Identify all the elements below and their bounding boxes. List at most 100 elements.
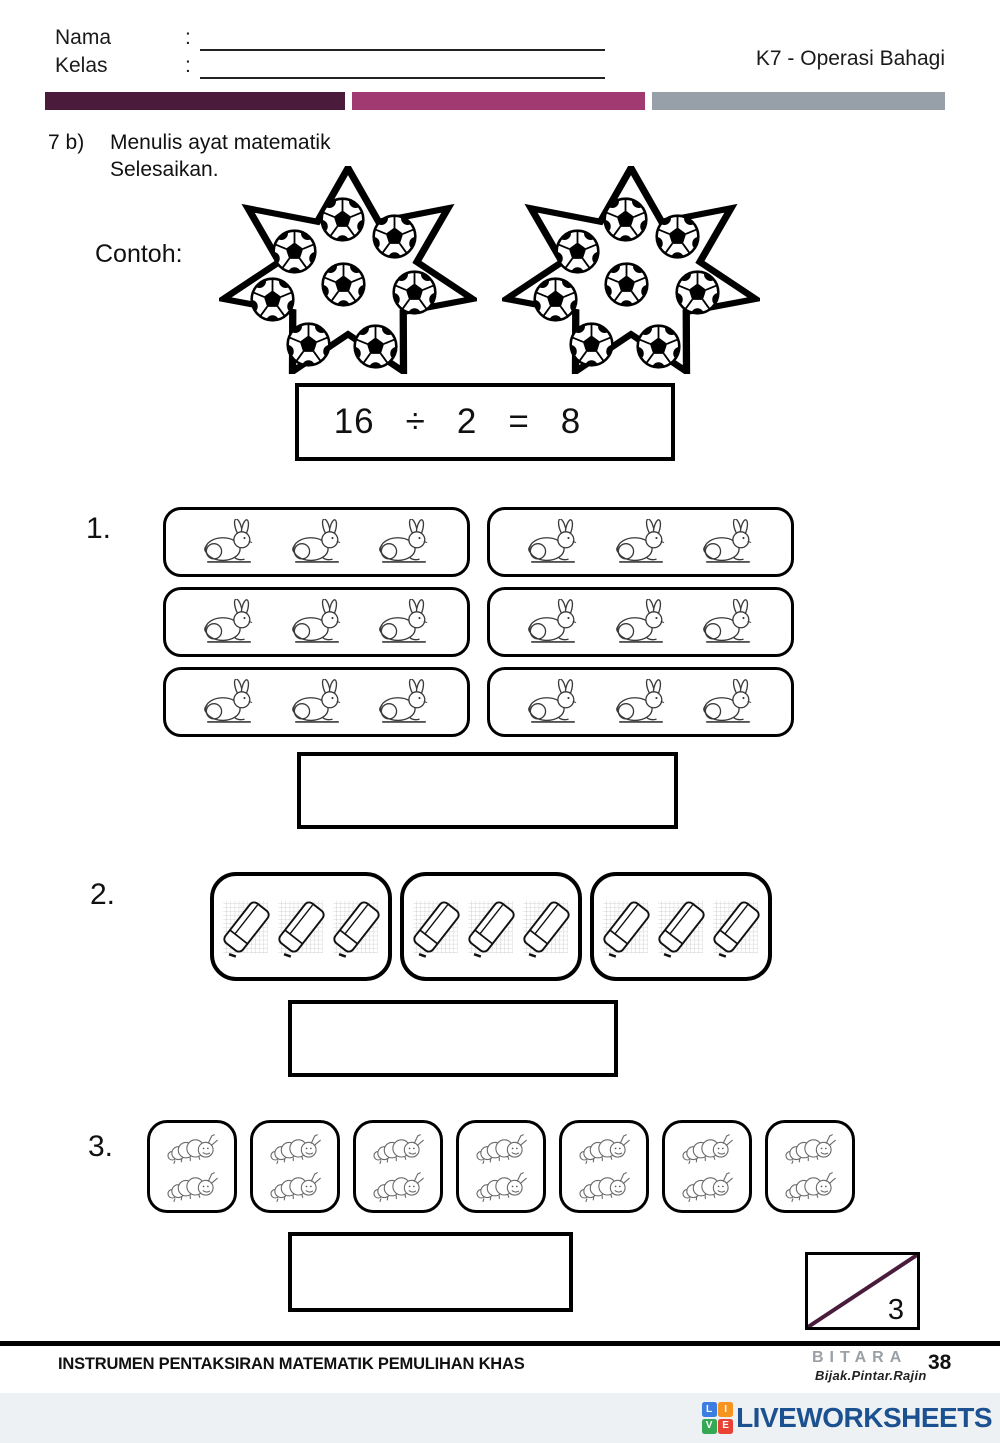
- nama-input-line[interactable]: [200, 29, 605, 51]
- eraser-icon: [522, 900, 570, 958]
- caterpillar-group-box: [456, 1120, 546, 1213]
- equals-sign: =: [508, 402, 530, 441]
- example-equation-box: 16 ÷ 2 = 8: [295, 383, 675, 461]
- soccer-ball-icon: [533, 277, 578, 322]
- caterpillar-group-box: [353, 1120, 443, 1213]
- soccer-ball: [674, 269, 721, 316]
- equation-divisor: 2: [456, 402, 478, 441]
- soccer-ball: [320, 261, 367, 308]
- rabbit-icon: [204, 599, 253, 643]
- kelas-colon: :: [185, 54, 191, 77]
- question-2-label: 2.: [90, 878, 116, 911]
- eraser-icon: [412, 900, 460, 958]
- rabbit-icon: [204, 679, 253, 723]
- decor-bar-magenta: [352, 92, 645, 110]
- soccer-ball-icon: [636, 324, 681, 369]
- footer-document-title: INSTRUMEN PENTAKSIRAN MATEMATIK PEMULIHA…: [58, 1355, 525, 1373]
- decor-bar-maroon: [45, 92, 345, 110]
- logo-tile-i: I: [718, 1402, 734, 1418]
- caterpillar-icon: [373, 1171, 424, 1202]
- caterpillar-group-box: [559, 1120, 649, 1213]
- rabbit-icon: [291, 599, 340, 643]
- soccer-ball-icon: [320, 197, 365, 242]
- eraser-icon: [602, 900, 650, 958]
- question-3-groups: [147, 1120, 855, 1213]
- eraser-icon: [467, 900, 515, 958]
- eraser-group-box: [590, 872, 772, 981]
- footer-rule: [0, 1341, 1000, 1346]
- soccer-ball-icon: [569, 322, 614, 367]
- division-sign: ÷: [405, 402, 426, 441]
- soccer-ball: [371, 213, 418, 260]
- logo-tile-l: L: [701, 1402, 717, 1418]
- rabbit-icon: [615, 599, 664, 643]
- decor-bar-gray: [652, 92, 945, 110]
- rabbit-group-box: [163, 667, 470, 737]
- caterpillar-icon: [579, 1171, 630, 1202]
- soccer-ball: [654, 213, 701, 260]
- task-instruction-line1: Menulis ayat matematik: [110, 131, 331, 154]
- answer-box-3[interactable]: [288, 1232, 573, 1312]
- soccer-ball: [568, 321, 615, 368]
- rabbit-group-box: [487, 587, 794, 657]
- rabbit-icon: [702, 519, 751, 563]
- logo-tile-v: V: [701, 1418, 717, 1434]
- soccer-ball: [391, 269, 438, 316]
- eraser-group-box: [400, 872, 582, 981]
- caterpillar-icon: [579, 1133, 630, 1164]
- question-3-label: 3.: [88, 1130, 114, 1163]
- rabbit-icon: [702, 599, 751, 643]
- caterpillar-icon: [373, 1133, 424, 1164]
- caterpillar-icon: [785, 1133, 836, 1164]
- kelas-input-line[interactable]: [200, 57, 605, 79]
- soccer-ball-icon: [353, 324, 398, 369]
- question-1-groups: [163, 507, 794, 737]
- soccer-ball: [249, 276, 296, 323]
- soccer-ball: [352, 323, 399, 370]
- eraser-icon: [332, 900, 380, 958]
- soccer-ball: [554, 228, 601, 275]
- rabbit-group-box: [487, 667, 794, 737]
- rabbit-icon: [528, 679, 577, 723]
- eraser-icon: [657, 900, 705, 958]
- caterpillar-icon: [270, 1133, 321, 1164]
- brand-slogan: Bijak.Pintar.Rajin: [815, 1368, 927, 1383]
- rabbit-icon: [378, 599, 427, 643]
- score-box[interactable]: 3: [805, 1252, 920, 1330]
- equation-quotient: 8: [560, 402, 582, 441]
- task-instruction-line2: Selesaikan.: [110, 158, 219, 181]
- soccer-ball-icon: [603, 197, 648, 242]
- score-total: 3: [887, 1294, 904, 1326]
- rabbit-icon: [378, 519, 427, 563]
- soccer-ball: [635, 323, 682, 370]
- soccer-ball-icon: [392, 270, 437, 315]
- soccer-ball: [285, 321, 332, 368]
- contoh-label: Contoh:: [95, 240, 183, 268]
- logo-text: LIVEWORKSHEETS: [736, 1402, 992, 1433]
- caterpillar-group-box: [765, 1120, 855, 1213]
- caterpillar-group-box: [147, 1120, 237, 1213]
- eraser-icon: [712, 900, 760, 958]
- rabbit-icon: [204, 519, 253, 563]
- caterpillar-group-box: [250, 1120, 340, 1213]
- eraser-icon: [277, 900, 325, 958]
- example-star-group-2: [502, 166, 760, 374]
- brand-bitara: BITARA: [812, 1349, 908, 1366]
- rabbit-icon: [615, 519, 664, 563]
- caterpillar-icon: [270, 1171, 321, 1202]
- rabbit-group-box: [163, 507, 470, 577]
- soccer-ball: [271, 228, 318, 275]
- caterpillar-icon: [167, 1133, 218, 1164]
- logo-tile-e: E: [718, 1418, 734, 1434]
- answer-box-2[interactable]: [288, 1000, 618, 1077]
- soccer-ball-icon: [655, 214, 700, 259]
- rabbit-icon: [378, 679, 427, 723]
- soccer-ball-icon: [555, 229, 600, 274]
- caterpillar-icon: [785, 1171, 836, 1202]
- answer-box-1[interactable]: [297, 752, 678, 829]
- soccer-ball-icon: [604, 262, 649, 307]
- soccer-ball-icon: [372, 214, 417, 259]
